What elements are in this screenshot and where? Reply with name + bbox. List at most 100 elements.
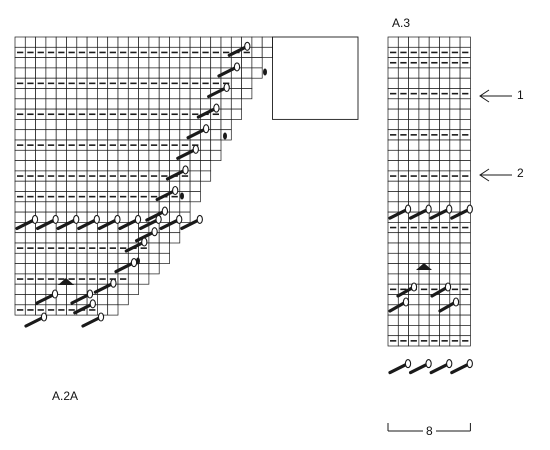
- grid-cell: [76, 36, 88, 48]
- grid-cell: [179, 180, 191, 192]
- grid-cell: [387, 273, 399, 285]
- grid-cell: [439, 263, 451, 275]
- grid-cell: [45, 88, 57, 100]
- grid-cell: [241, 67, 253, 79]
- grid-cell: [148, 160, 160, 172]
- grid-cell: [97, 88, 109, 100]
- grid-cell: [76, 149, 88, 161]
- cable-symbol: [227, 45, 247, 57]
- grid-cell: [169, 98, 181, 110]
- grid-cell: [66, 149, 78, 161]
- grid-cell: [127, 88, 139, 100]
- grid-cell: [107, 201, 119, 213]
- grid-cell: [138, 119, 150, 131]
- grid-cell: [76, 283, 88, 295]
- grid-cell: [86, 98, 98, 110]
- grid-cell: [387, 119, 399, 131]
- grid-cell: [86, 180, 98, 192]
- grid-cell: [418, 139, 430, 151]
- grid-cell: [189, 119, 201, 131]
- grid-cell: [397, 325, 409, 337]
- grid-cell: [169, 67, 181, 79]
- grid-cell: [158, 129, 170, 141]
- grid-cell: [86, 57, 98, 69]
- grid-cell: [14, 98, 26, 110]
- grid-cell: [158, 119, 170, 131]
- grid-cell: [107, 304, 119, 316]
- cable-end: [425, 204, 432, 214]
- grid-cell: [428, 242, 440, 254]
- grid-cell: [97, 149, 109, 161]
- grid-cell: [117, 129, 129, 141]
- cable-symbol: [145, 210, 165, 222]
- grid-cell: [138, 180, 150, 192]
- grid-cell: [408, 98, 420, 110]
- grid-cell: [459, 314, 471, 326]
- row-arrows: [479, 89, 512, 182]
- cable-end: [402, 297, 410, 307]
- grid-cell: [97, 232, 109, 244]
- grid-cell: [439, 149, 451, 161]
- grid-cell: [418, 149, 430, 161]
- grid-cell: [397, 273, 409, 285]
- grid-cell: [200, 139, 212, 151]
- cable-end: [89, 299, 96, 309]
- grid-cell: [428, 67, 440, 79]
- cable-end: [213, 103, 220, 113]
- grid-cell: [117, 180, 129, 192]
- grid-cell: [230, 36, 242, 48]
- grid-cell: [387, 139, 399, 151]
- grid-cell: [158, 57, 170, 69]
- grid-cell: [24, 160, 36, 172]
- grid-cell: [127, 180, 139, 192]
- grid-cell: [189, 67, 201, 79]
- grid-cell: [428, 119, 440, 131]
- grid-cell: [45, 252, 57, 264]
- grid-cell: [127, 283, 139, 295]
- grid-cell: [189, 191, 201, 203]
- grid-cell: [449, 263, 461, 275]
- grid-cell: [148, 67, 160, 79]
- grid-cell: [86, 252, 98, 264]
- grid-cell: [397, 242, 409, 254]
- grid-cell: [14, 180, 26, 192]
- grid-cell: [459, 108, 471, 120]
- grid-cell: [158, 180, 170, 192]
- grid-cell: [251, 36, 263, 48]
- grid-cell: [148, 180, 160, 192]
- grid-cell: [14, 201, 26, 213]
- grid-cell: [459, 119, 471, 131]
- grid-cell: [107, 67, 119, 79]
- grid-cell: [408, 149, 420, 161]
- grid-cell: [459, 304, 471, 316]
- grid-cell: [387, 67, 399, 79]
- grid-cell: [439, 294, 451, 306]
- row-arrow-2-head: [479, 168, 490, 182]
- grid-cell: [459, 191, 471, 203]
- grid-cell: [387, 201, 399, 213]
- grid-cell: [408, 36, 420, 48]
- grid-cell: [397, 149, 409, 161]
- bead-symbol: [263, 68, 267, 76]
- grid-cell: [55, 98, 67, 110]
- grid-cell: [14, 149, 26, 161]
- grid-cell: [14, 36, 26, 48]
- grid-cell: [66, 283, 78, 295]
- grid-cell: [158, 149, 170, 161]
- grid-cell: [449, 273, 461, 285]
- grid-cell: [97, 36, 109, 48]
- grid-cell: [179, 57, 191, 69]
- grid-cell: [408, 191, 420, 203]
- grid-cell: [408, 242, 420, 254]
- grid-cell: [138, 160, 150, 172]
- grid-cell: [200, 170, 212, 182]
- grid-cell: [397, 119, 409, 131]
- grid-cell: [459, 139, 471, 151]
- grid-cell: [428, 232, 440, 244]
- cable-symbol: [77, 218, 97, 230]
- grid-cell: [97, 160, 109, 172]
- grid-cell: [439, 314, 451, 326]
- grid-cell: [117, 98, 129, 110]
- grid-cell: [148, 252, 160, 264]
- grid-cell: [35, 67, 47, 79]
